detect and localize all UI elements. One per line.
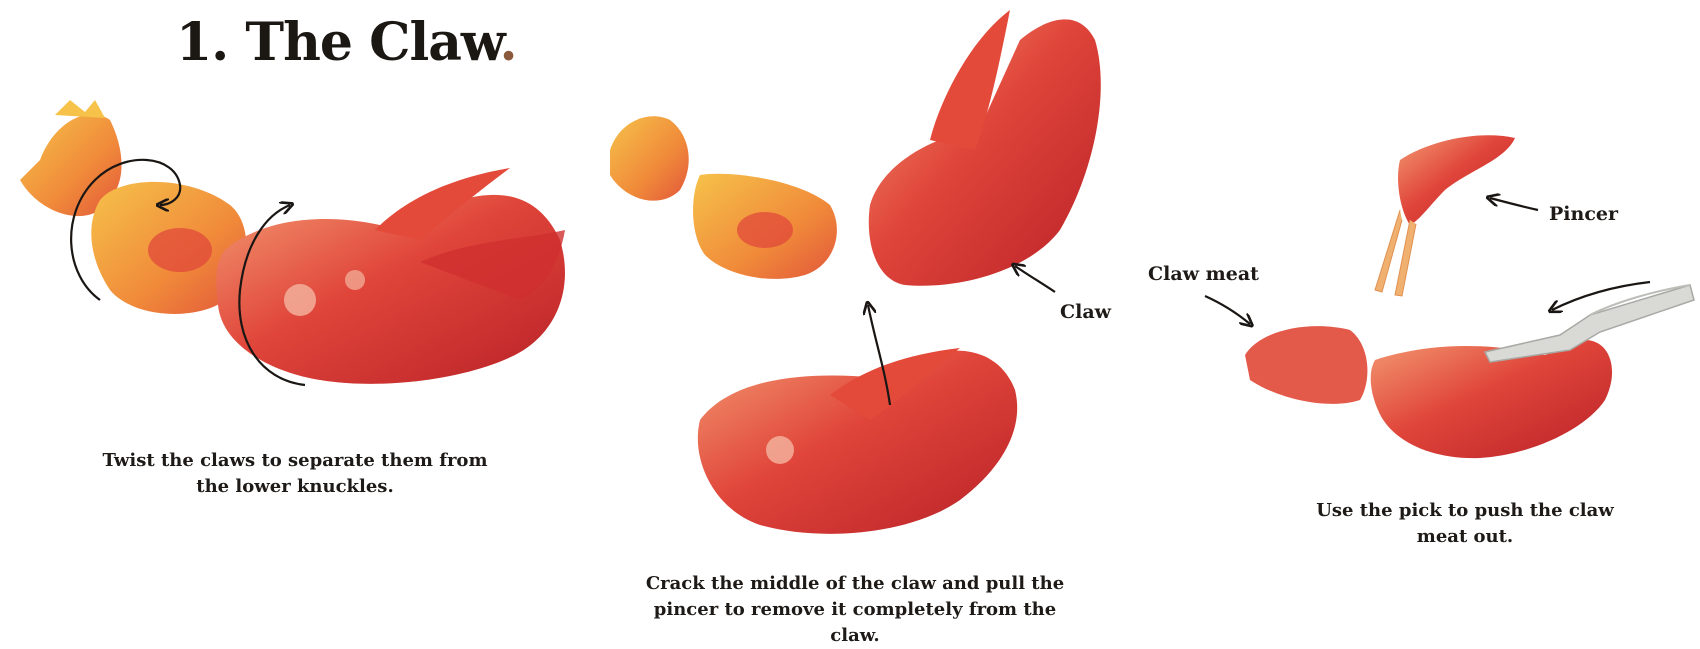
pincer-label: Pincer: [1549, 203, 1618, 225]
claw-meat-label: Claw meat: [1148, 263, 1259, 285]
claw-step2-upper-image: [869, 10, 1101, 286]
claw-step1-image: [216, 168, 565, 384]
pointer-arrow-icon: [1015, 266, 1055, 292]
claw-step2-lower-image: [698, 348, 1017, 534]
pincer-image: [1375, 135, 1515, 296]
page-title: 1. The Claw.: [176, 14, 517, 71]
knuckle-step2-image: [610, 116, 837, 279]
step1-caption: Twist the claws to separate them from th…: [100, 448, 490, 500]
claw-label: Claw: [1060, 301, 1111, 323]
step3-caption: Use the pick to push the claw meat out.: [1310, 498, 1620, 550]
step2-caption: Crack the middle of the claw and pull th…: [645, 571, 1065, 649]
